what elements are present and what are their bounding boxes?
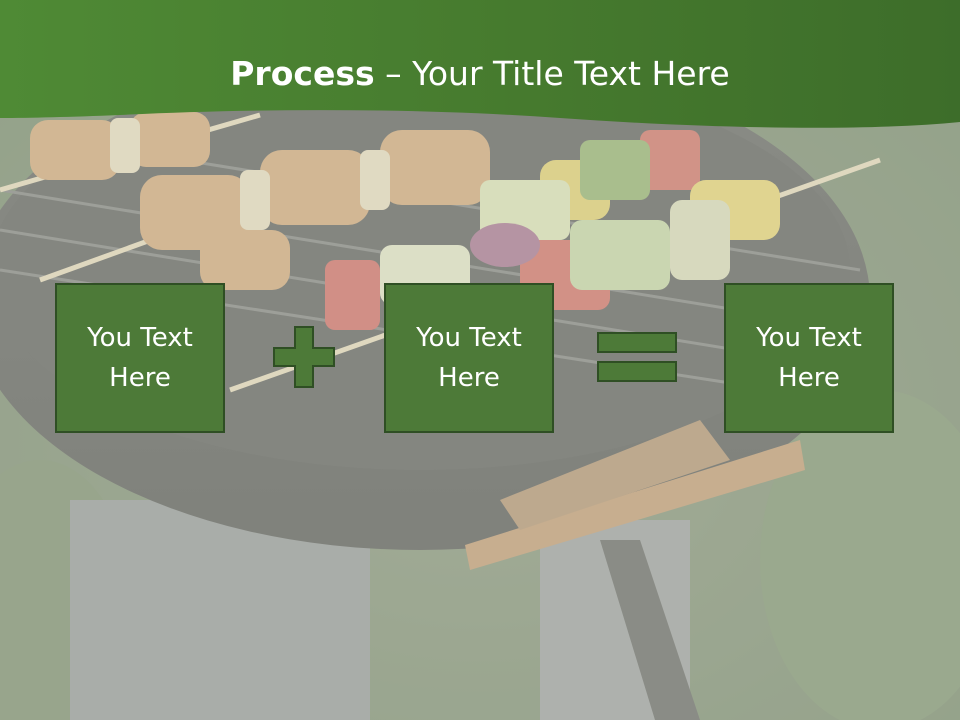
title-rest: – Your Title Text Here [374, 54, 730, 93]
plus-icon [273, 326, 335, 388]
slide-title: Process – Your Title Text Here [0, 52, 960, 96]
equals-icon [597, 332, 677, 382]
title-bold: Process [230, 54, 375, 93]
process-box-1[interactable]: You Text Here [55, 283, 225, 433]
process-box-2[interactable]: You Text Here [384, 283, 554, 433]
process-box-2-label: You Text Here [416, 323, 522, 393]
header-band [0, 0, 960, 128]
process-box-1-label: You Text Here [87, 323, 193, 393]
process-box-3-label: You Text Here [756, 323, 862, 393]
process-box-3[interactable]: You Text Here [724, 283, 894, 433]
